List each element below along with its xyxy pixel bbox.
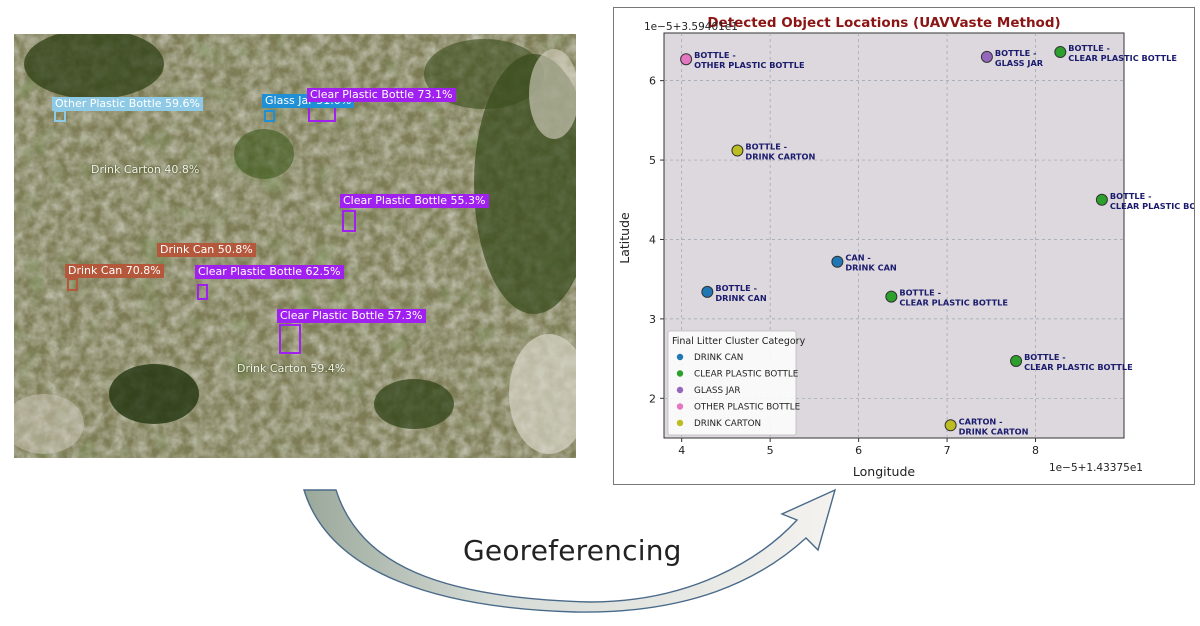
point-label: OTHER PLASTIC BOTTLE (694, 60, 804, 70)
point-label: CLEAR PLASTIC BOTTLE (1068, 53, 1177, 63)
point-label: BOTTLE - (694, 50, 736, 60)
point-label: CARTON - (959, 416, 1003, 426)
y-tick-label: 4 (649, 233, 656, 246)
point-label: BOTTLE - (1024, 352, 1066, 362)
detection-label: Drink Carton 40.8% (91, 163, 200, 176)
data-point (680, 53, 693, 66)
detection-label: Clear Plastic Bottle 62.5% (195, 265, 344, 279)
legend-marker (676, 403, 684, 410)
data-point (1095, 193, 1108, 206)
legend-entry: OTHER PLASTIC BOTTLE (694, 403, 800, 413)
x-axis-label: Longitude (853, 464, 915, 479)
detection-box-clear-bottle-4 (279, 324, 301, 354)
point-label: GLASS JAR (995, 58, 1044, 68)
legend-entry: CLEAR PLASTIC BOTTLE (694, 370, 798, 380)
x-tick-label: 8 (1032, 444, 1039, 457)
detection-label: Clear Plastic Bottle 57.3% (277, 309, 426, 323)
caption-georeferencing: Georeferencing (463, 534, 682, 567)
detection-box-glass-jar (264, 110, 275, 122)
x-offset-label: 1e−5+1.43375e1 (1049, 462, 1143, 474)
detection-box-drink-can-1 (67, 278, 78, 291)
point-label: CLEAR PLASTIC BOTTLE (1110, 201, 1194, 211)
chart-title: Detected Object Locations (UAVVaste Meth… (707, 15, 1060, 31)
data-point (944, 419, 957, 432)
point-label: BOTTLE - (715, 283, 757, 293)
detection-box-clear-bottle-3 (197, 284, 208, 300)
point-label: DRINK CARTON (745, 152, 815, 162)
y-tick-label: 3 (649, 313, 656, 326)
legend-entry: GLASS JAR (694, 386, 740, 396)
x-tick-label: 7 (944, 444, 951, 457)
point-label: DRINK CARTON (959, 426, 1029, 436)
x-tick-label: 6 (855, 444, 862, 457)
y-tick-label: 6 (649, 75, 656, 88)
y-tick-label: 2 (649, 392, 656, 405)
detection-label: Other Plastic Bottle 59.6% (52, 97, 203, 111)
point-label: DRINK CAN (845, 263, 897, 273)
legend-entry: DRINK CARTON (694, 419, 761, 429)
data-point (980, 50, 993, 63)
detection-box-clear-bottle-2 (342, 210, 356, 232)
detection-label: Drink Carton 59.4% (237, 362, 346, 375)
x-tick-label: 4 (678, 444, 685, 457)
detection-box-other-plastic (54, 110, 66, 122)
point-label: CAN - (845, 253, 870, 263)
georeferencing-arrow (303, 488, 837, 613)
legend-marker (676, 419, 684, 427)
legend-box (667, 330, 797, 436)
x-tick-label: 5 (767, 444, 774, 457)
point-label: CLEAR PLASTIC BOTTLE (1024, 362, 1133, 372)
point-label: BOTTLE - (745, 142, 787, 152)
detection-label: Drink Can 50.8% (157, 243, 256, 257)
point-label: BOTTLE - (995, 48, 1037, 58)
point-label: CLEAR PLASTIC BOTTLE (899, 298, 1008, 308)
point-label: BOTTLE - (1110, 191, 1152, 201)
legend-entry: DRINK CAN (694, 353, 743, 363)
data-point (731, 144, 744, 157)
point-label: DRINK CAN (715, 293, 767, 303)
point-label: BOTTLE - (1068, 43, 1110, 53)
data-point (701, 285, 714, 298)
location-plot-panel: Detected Object Locations (UAVVaste Meth… (613, 7, 1195, 485)
detection-label: Clear Plastic Bottle 73.1% (307, 88, 456, 102)
detection-box-clear-bottle-1 (308, 106, 336, 122)
data-point (1054, 46, 1067, 59)
data-point (1010, 354, 1023, 367)
detection-label: Drink Can 70.8% (65, 264, 164, 278)
location-scatter-plot: Detected Object Locations (UAVVaste Meth… (617, 15, 1194, 479)
data-point (831, 255, 844, 268)
detection-label: Clear Plastic Bottle 55.3% (340, 194, 489, 208)
point-label: BOTTLE - (899, 288, 941, 298)
legend-marker (676, 353, 684, 361)
legend-marker (676, 370, 684, 377)
legend-title: Final Litter Cluster Category (672, 336, 806, 347)
legend-marker (676, 386, 684, 394)
y-tick-label: 5 (649, 154, 656, 167)
aerial-detection-image: Other Plastic Bottle 59.6% Glass Jar 51.… (14, 34, 576, 458)
y-axis-label: Latitude (617, 212, 632, 264)
data-point (885, 290, 898, 303)
y-offset-label: 1e−5+3.59401e1 (644, 21, 738, 33)
